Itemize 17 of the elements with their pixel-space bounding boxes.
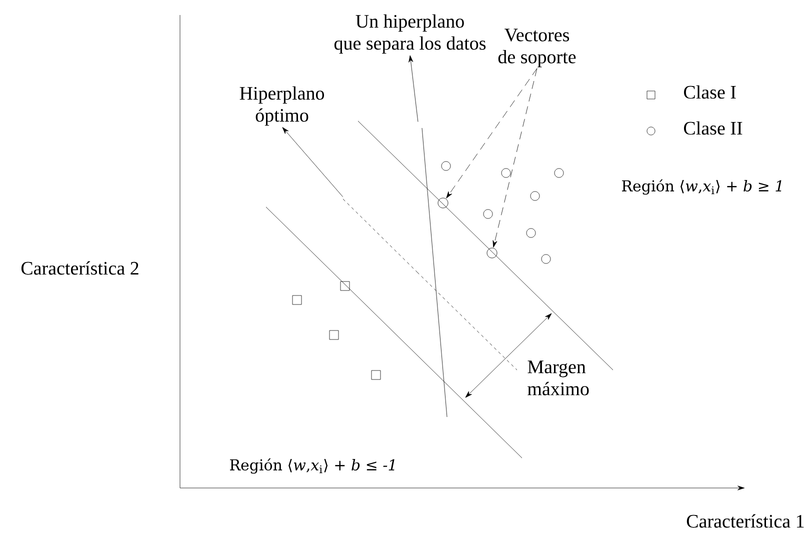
annotation-text: Margen máximo [528,360,589,396]
arrow [492,68,538,248]
separating-hyperplane [422,128,448,418]
annotation-text: Vectores de soporte [498,28,576,68]
arrow [446,68,538,198]
legend-label: Clase II [684,121,742,135]
support-vector-point [486,248,498,258]
region-label: Región ⟨w,x$_{i}$⟩ + b ≤ -1 [230,458,394,474]
axis-label: Característica 2 [21,261,138,275]
optimal-hyperplane [342,198,418,272]
axis-label: Característica 1 [686,514,804,528]
legend-label: Clase I [684,85,736,99]
region-label: Región ⟨w,x$_{i}$⟩ + b ≥ 1 [622,179,782,195]
annotation-text: Hiperplano óptimo [240,86,324,126]
annotation-text: Un hiperplano que separa los datos [334,14,486,54]
leader-line [282,127,344,197]
leader-line [408,55,418,122]
